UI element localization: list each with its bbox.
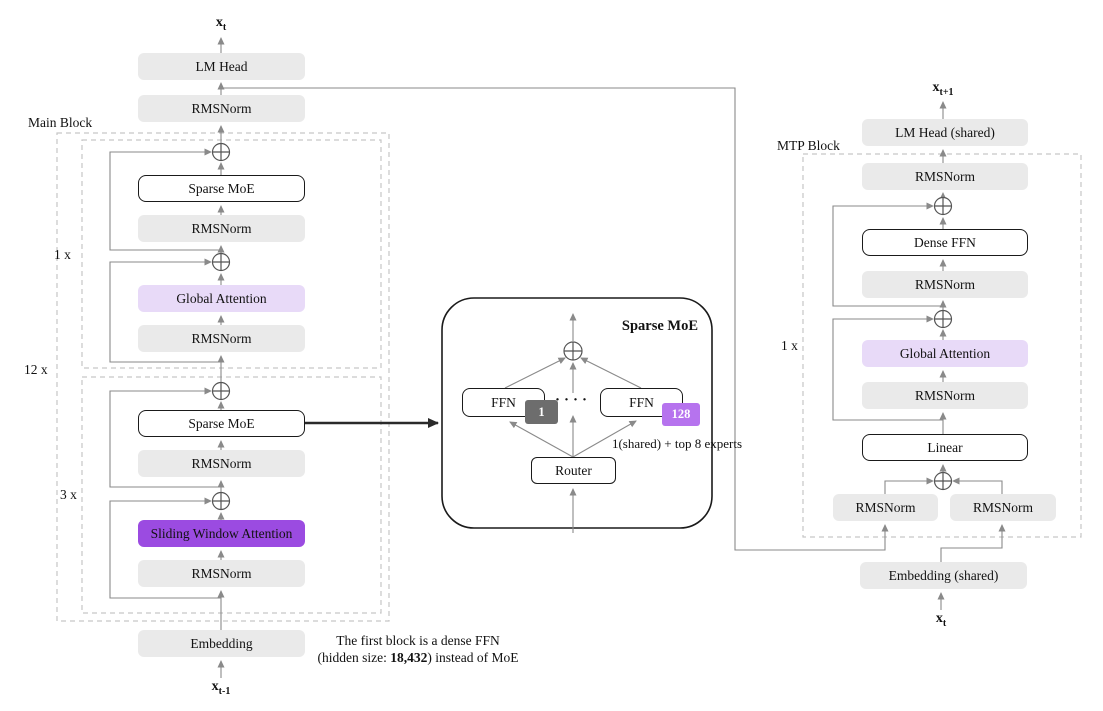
- main-input-label: xt-1: [171, 679, 271, 697]
- note-line1: The first block is a dense FFN: [336, 633, 500, 648]
- mtp-input-base: x: [935, 611, 943, 626]
- main-output-sub: t: [222, 22, 227, 33]
- global-attention-box-1x: Global Attention: [138, 285, 305, 312]
- mtp-rmsnorm-mid: RMSNorm: [862, 271, 1028, 298]
- note-line2: (hidden size: 18,432) instead of MoE: [310, 649, 526, 666]
- embedding-shared-box: Embedding (shared): [860, 562, 1027, 589]
- dense-ffn-note: The first block is a dense FFN (hidden s…: [310, 632, 526, 666]
- mtp-output-label: xt+1: [893, 80, 993, 98]
- router-box: Router: [531, 457, 616, 484]
- repeat-12x-label: 12 x: [24, 362, 48, 377]
- main-input-base: x: [211, 679, 219, 694]
- sparse-moe-box-3x: Sparse MoE: [138, 410, 305, 437]
- add-nodes: [211, 142, 953, 511]
- main-output-label: xt: [171, 15, 271, 33]
- lm-head-shared-box: LM Head (shared): [862, 119, 1028, 146]
- rmsnorm-box-3x-a: RMSNorm: [138, 450, 305, 477]
- sliding-window-attention-box: Sliding Window Attention: [138, 520, 305, 547]
- expert-1-badge: 1: [525, 400, 558, 424]
- add-node: [211, 381, 231, 401]
- rmsnorm-box-1x-b: RMSNorm: [138, 325, 305, 352]
- group-3x-outline: [81, 376, 382, 614]
- experts-ellipsis: ····: [554, 391, 591, 408]
- add-node: [933, 196, 953, 216]
- main-output-base: x: [215, 15, 223, 30]
- expert-128-badge: 128: [662, 403, 700, 426]
- repeat-1x-label: 1 x: [54, 247, 71, 262]
- lm-head-box: LM Head: [138, 53, 305, 80]
- mtp-rmsnorm-low: RMSNorm: [862, 382, 1028, 409]
- sparse-moe-box-1x: Sparse MoE: [138, 175, 305, 202]
- linear-box: Linear: [862, 434, 1028, 461]
- rmsnorm-box-final: RMSNorm: [138, 95, 305, 122]
- mtp-input-sub: t: [942, 618, 947, 629]
- flow-arrows: [109, 37, 1006, 678]
- mtp-input-label: xt: [891, 611, 991, 629]
- dense-ffn-box: Dense FFN: [862, 229, 1028, 256]
- main-block-outline: [56, 132, 390, 622]
- main-input-sub: t-1: [218, 686, 231, 697]
- main-block-label: Main Block: [28, 115, 93, 130]
- experts-caption: 1(shared) + top 8 experts: [611, 436, 743, 451]
- mtp-rmsnorm-top: RMSNorm: [862, 163, 1028, 190]
- add-node: [211, 491, 231, 511]
- mtp-global-attention-box: Global Attention: [862, 340, 1028, 367]
- mtp-rmsnorm-right: RMSNorm: [950, 494, 1056, 521]
- rmsnorm-box-3x-b: RMSNorm: [138, 560, 305, 587]
- note-line2-pre: (hidden size:: [317, 650, 391, 665]
- embedding-box: Embedding: [138, 630, 305, 657]
- add-node: [933, 471, 953, 491]
- group-1x-outline: [81, 139, 382, 369]
- sparse-moe-detail-title: Sparse MoE: [621, 318, 698, 334]
- sparse-moe-detail-container: [441, 297, 713, 529]
- add-node: [933, 309, 953, 329]
- rmsnorm-box-1x-a: RMSNorm: [138, 215, 305, 242]
- add-node: [563, 341, 583, 361]
- repeat-3x-label: 3 x: [60, 487, 77, 502]
- note-hidden-size-value: 18,432: [390, 650, 428, 665]
- mtp-output-sub: t+1: [939, 87, 954, 98]
- mtp-repeat-1x-label: 1 x: [781, 338, 798, 353]
- note-line2-post: ) instead of MoE: [427, 650, 519, 665]
- add-node: [211, 252, 231, 272]
- add-node: [211, 142, 231, 162]
- mtp-rmsnorm-left: RMSNorm: [833, 494, 938, 521]
- mtp-block-label: MTP Block: [777, 138, 840, 153]
- mtp-output-base: x: [932, 80, 940, 95]
